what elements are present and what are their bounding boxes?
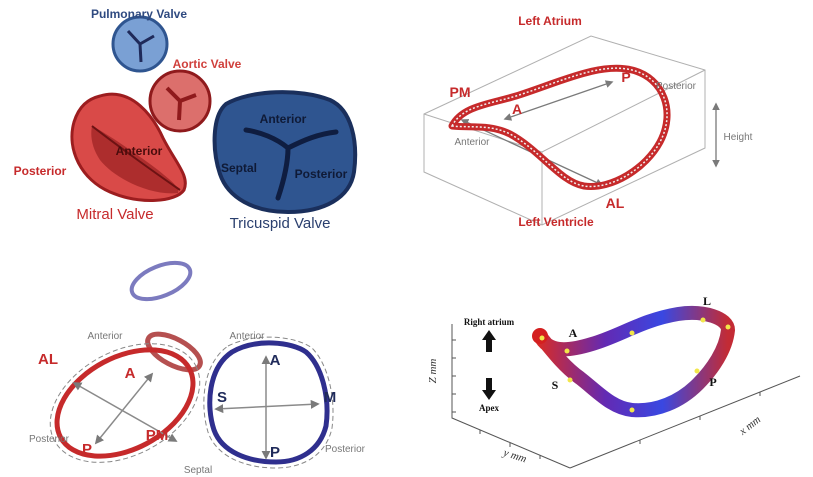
tricuspid-ring-s: S xyxy=(217,389,227,406)
pulmonary-ring xyxy=(129,260,193,302)
saddle-al-label: AL xyxy=(606,195,625,211)
down-arrow-icon xyxy=(482,378,496,400)
mitral-valve xyxy=(70,92,187,202)
mitral-ring-anterior: Anterior xyxy=(87,331,123,342)
y-axis-label: y mm xyxy=(501,446,528,465)
aortic-valve xyxy=(148,69,212,133)
mitral-ring-pm: PM xyxy=(146,427,169,444)
up-arrow-icon xyxy=(482,330,496,352)
tricuspid-ring xyxy=(207,340,330,465)
saddle-posterior-label: Posterior xyxy=(656,81,697,92)
mitral-anterior-label: Anterior xyxy=(116,144,163,158)
mitral-ring xyxy=(54,347,196,459)
aortic-ring xyxy=(145,331,203,373)
saddle-p-label: P xyxy=(621,69,630,85)
annulus-3d-curve xyxy=(533,306,735,418)
saddle-a-label: A xyxy=(512,101,522,117)
point-l-label: L xyxy=(703,294,711,308)
saddle-anterior-label: Anterior xyxy=(454,137,490,148)
point-a-label: A xyxy=(569,326,578,340)
rings-panel: AL A P PM Anterior Posterior A S M P Ant… xyxy=(29,260,366,476)
tricuspid-ring-p: P xyxy=(270,444,280,461)
saddle-height-label: Height xyxy=(724,132,753,143)
mitral-ring-p: P xyxy=(82,441,92,458)
plot3d-panel: Right atrium Apex Z mm y mm x mm A L S P xyxy=(427,294,801,469)
pulmonary-valve-label: Pulmonary Valve xyxy=(91,7,187,21)
saddle-pm-label: PM xyxy=(450,84,471,100)
point-s-label: S xyxy=(552,378,559,392)
x-axis-label: x mm xyxy=(736,414,763,439)
mitral-valve-label: Mitral Valve xyxy=(76,206,153,223)
apex-label: Apex xyxy=(479,403,499,413)
mitral-ring-a: A xyxy=(125,365,136,382)
aortic-valve-label: Aortic Valve xyxy=(173,57,242,71)
pulmonary-valve xyxy=(111,15,169,73)
tricuspid-valve xyxy=(212,90,358,215)
left-atrium-label: Left Atrium xyxy=(518,14,582,28)
saddle-panel: Left Atrium Left Ventricle PM A P AL Ant… xyxy=(423,14,753,229)
tricuspid-ring-posterior: Posterior xyxy=(325,444,366,455)
mitral-posterior-label: Posterior xyxy=(14,164,67,178)
point-p-label: P xyxy=(709,375,716,389)
right-atrium-label: Right atrium xyxy=(464,317,515,327)
tricuspid-septal-label: Septal xyxy=(221,161,257,175)
tricuspid-ring-anterior: Anterior xyxy=(229,331,265,342)
z-axis-label: Z mm xyxy=(427,359,439,384)
tricuspid-ring-a: A xyxy=(270,352,281,369)
valves-panel: Pulmonary Valve Aortic Valve Anterior Po… xyxy=(14,7,358,232)
tricuspid-posterior-label: Posterior xyxy=(295,167,348,181)
tricuspid-anterior-label: Anterior xyxy=(260,112,307,126)
tricuspid-valve-label: Tricuspid Valve xyxy=(230,215,331,232)
left-ventricle-label: Left Ventricle xyxy=(518,215,594,229)
mitral-ring-al: AL xyxy=(38,351,58,368)
tricuspid-ring-septal: Septal xyxy=(184,465,212,476)
tricuspid-ring-m: M xyxy=(324,389,337,406)
mitral-ring-posterior: Posterior xyxy=(29,434,70,445)
